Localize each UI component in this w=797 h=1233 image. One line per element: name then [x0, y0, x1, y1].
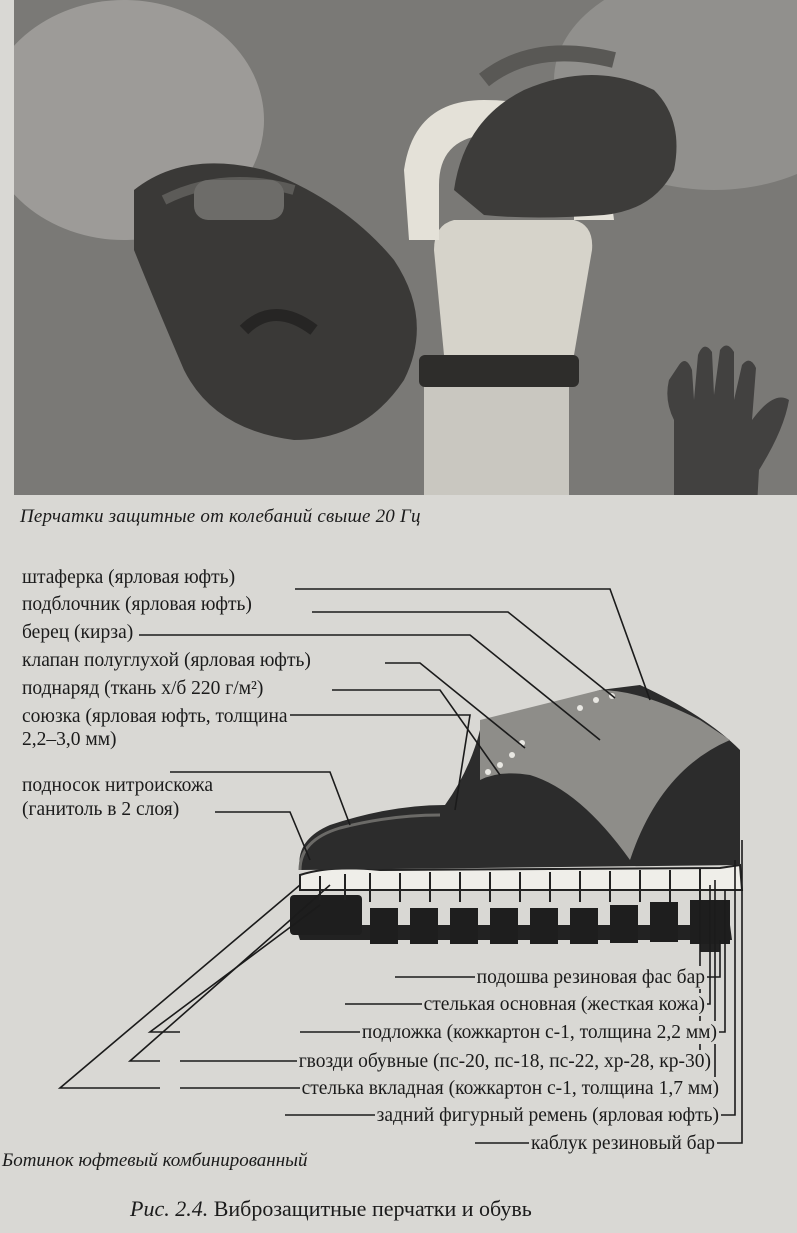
sole-nails: [319, 869, 701, 902]
figure-number: Рис. 2.4.: [130, 1196, 209, 1221]
label-shtaferka: штаферка (ярловая юфть): [20, 566, 238, 589]
label-soyuzka-thickness: 2,2–3,0 мм): [20, 728, 119, 751]
label-podoshva: подошва резиновая фас бар: [474, 966, 707, 989]
boot-title: Ботинок юфтевый комбинированный: [2, 1150, 308, 1171]
label-zadniy-remen: задний фигурный ремень (ярловая юфть): [374, 1104, 721, 1127]
boot-diagram: [57, 588, 744, 1144]
gloves-photo: [14, 0, 797, 495]
label-podblochnik: подблочник (ярловая юфть): [20, 593, 254, 616]
label-klapan: клапан полуглухой (ярловая юфть): [20, 649, 313, 672]
sole-tread: [290, 895, 730, 944]
label-kabluk: каблук резиновый бар: [528, 1132, 717, 1155]
label-stelka-osnovnaya: стелькая основная (жесткая кожа): [421, 993, 707, 1016]
figure-caption-text: Виброзащитные перчатки и обувь: [213, 1196, 532, 1221]
label-podnosok-material: (ганитоль в 2 слоя): [20, 798, 182, 821]
figure-caption: Рис. 2.4. Виброзащитные перчатки и обувь: [130, 1196, 532, 1222]
label-berets: берец (кирза): [20, 621, 136, 644]
label-podlozhka: подложка (кожкартон с-1, толщина 2,2 мм): [359, 1021, 719, 1044]
label-gvozdi: гвозди обувные (пс-20, пс-18, пс-22, хр-…: [296, 1050, 713, 1073]
label-soyuzka: союзка (ярловая юфть, толщина: [20, 705, 290, 728]
label-stelka-vkladnaya: стелька вкладная (кожкартон с-1, толщина…: [299, 1077, 721, 1100]
label-podnosok: подносок нитроискожа: [20, 774, 216, 797]
label-podnaryad: поднаряд (ткань х/б 220 г/м²): [20, 677, 266, 700]
photo-caption: Перчатки защитные от колебаний свыше 20 …: [20, 506, 421, 527]
left-leader-lines: [139, 588, 651, 861]
gloves-illustration: [14, 0, 797, 495]
